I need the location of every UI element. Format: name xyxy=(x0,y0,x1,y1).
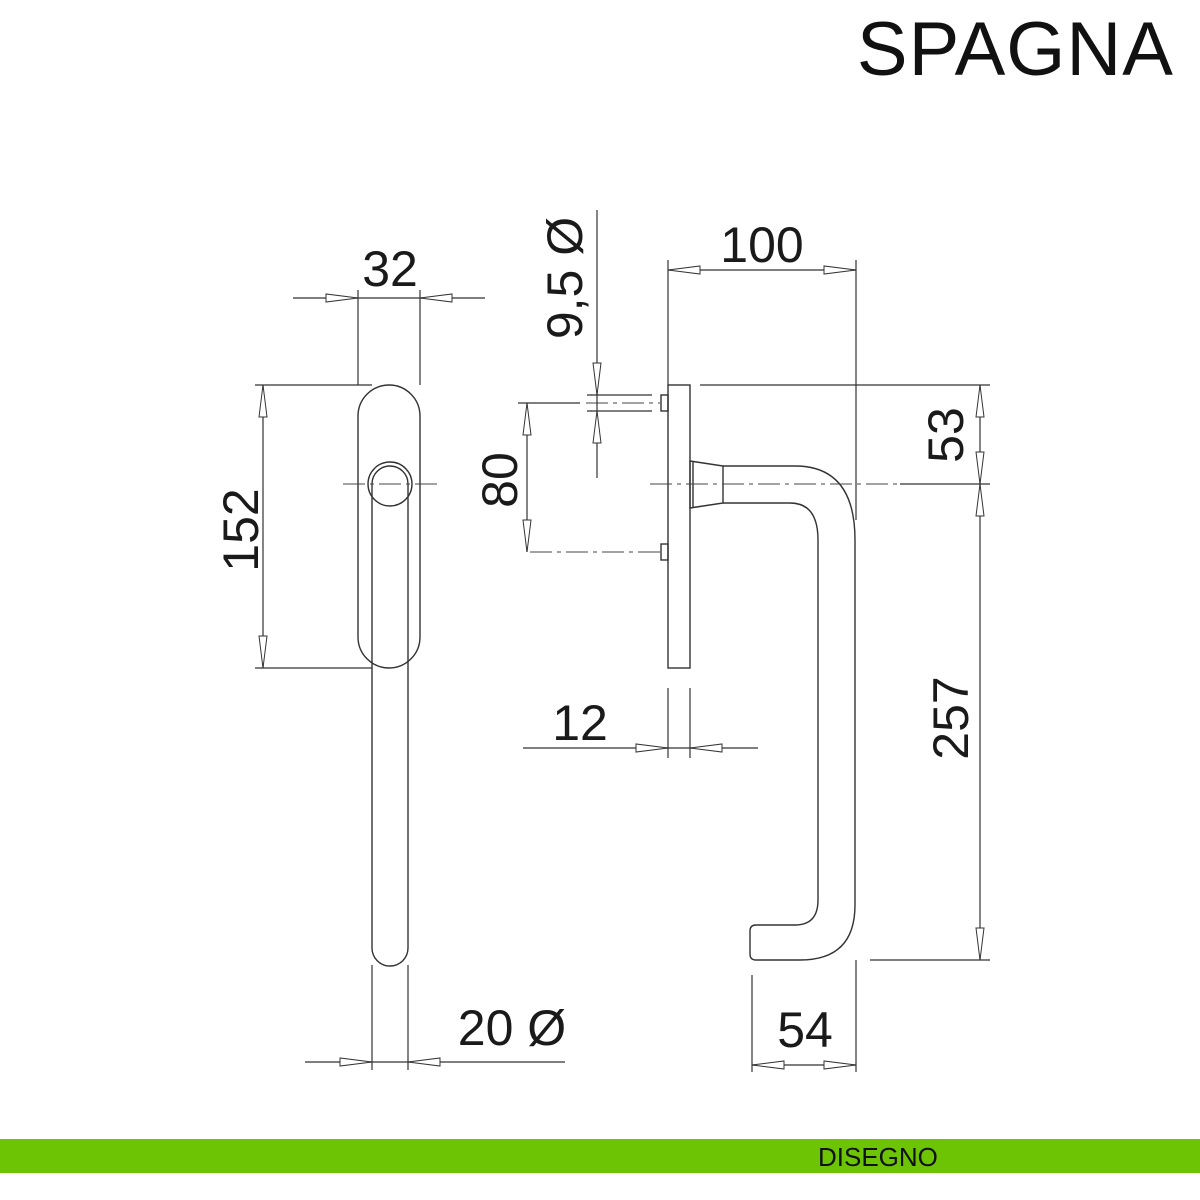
page-title: SPAGNA xyxy=(856,7,1174,92)
dim-12: 12 xyxy=(523,688,758,758)
dim-54: 54 xyxy=(751,960,857,1072)
dim-20-label: 20 Ø xyxy=(458,1000,566,1056)
side-lever xyxy=(723,465,856,961)
front-plate xyxy=(357,384,421,669)
front-lever xyxy=(371,465,409,967)
screw-bottom xyxy=(660,543,669,561)
dim-20-diameter: 20 Ø xyxy=(305,965,566,1070)
dim-100: 100 xyxy=(667,217,857,520)
screw-top xyxy=(660,394,669,412)
front-view xyxy=(343,384,440,967)
dim-12-label: 12 xyxy=(552,695,608,751)
footer-label: DISEGNO xyxy=(818,1142,938,1172)
dim-80-label: 80 xyxy=(472,452,528,508)
dim-32-label: 32 xyxy=(362,241,418,297)
dim-9-5-label: 9,5 Ø xyxy=(537,217,593,339)
front-rosette xyxy=(367,461,413,507)
footer-bar: DISEGNO xyxy=(0,1139,1200,1173)
dim-80: 80 xyxy=(472,402,580,553)
side-view xyxy=(530,384,900,961)
dim-257: 257 xyxy=(870,483,990,961)
dim-53: 53 xyxy=(700,384,990,960)
dim-257-label: 257 xyxy=(923,676,979,759)
dim-54-label: 54 xyxy=(777,1002,833,1058)
dim-152: 152 xyxy=(213,384,372,669)
side-plate xyxy=(667,384,691,669)
dim-152-label: 152 xyxy=(213,488,269,571)
dim-32: 32 xyxy=(293,241,485,385)
dim-53-label: 53 xyxy=(918,407,974,463)
dim-100-label: 100 xyxy=(720,217,803,273)
dim-9-5-diameter: 9,5 Ø xyxy=(537,210,652,478)
